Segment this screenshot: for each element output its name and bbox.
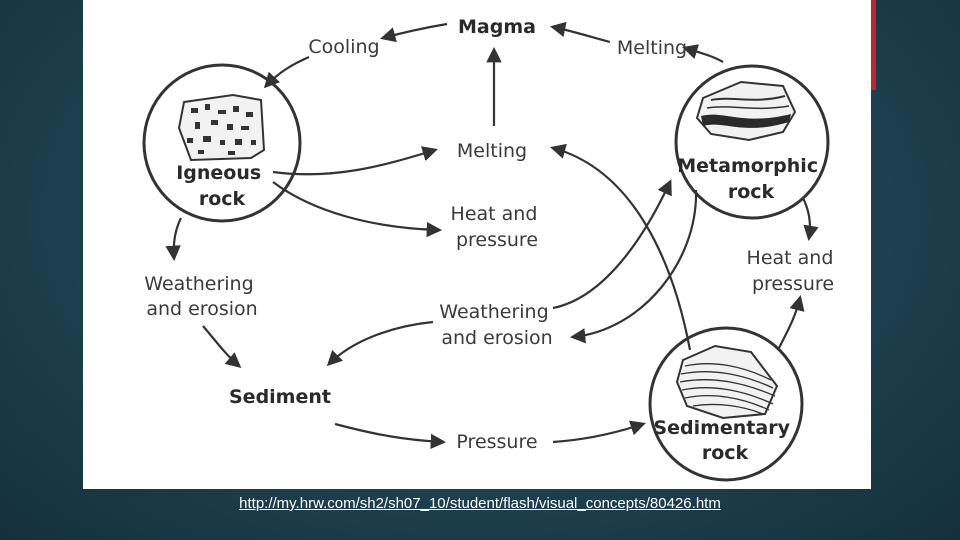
arrow-weathering-to-sediment <box>202 325 242 368</box>
heat-pressure-right-line1: Heat and <box>747 247 834 269</box>
arrow-weathering-to-metamorphic <box>552 179 672 310</box>
metamorphic-rock-label-line2: rock <box>728 181 775 203</box>
sedimentary-rock-label-line1: Sedimentary <box>653 417 790 439</box>
melting-top-label: Melting <box>617 37 687 59</box>
weathering-left-label: Weathering and erosion <box>144 273 259 320</box>
heat-pressure-center-line2: pressure <box>456 229 538 251</box>
weathering-center-label: Weathering and erosion <box>439 301 554 349</box>
heat-pressure-center-label: Heat and pressure <box>451 203 544 251</box>
sedimentary-rock-icon <box>675 344 779 420</box>
metamorphic-rock-icon <box>695 80 797 142</box>
heat-pressure-center-line1: Heat and <box>451 203 538 225</box>
rock-cycle-diagram: Magma Cooling Melting Melting Igneous ro… <box>142 16 840 482</box>
heat-pressure-right-line2: pressure <box>752 273 834 295</box>
igneous-rock-icon <box>177 93 266 162</box>
arrow-igneous-to-heat-pressure <box>272 181 443 238</box>
metamorphic-rock-label: Metamorphic rock <box>677 155 824 203</box>
arrow-sedimentary-to-melting <box>550 143 692 351</box>
arrow-cooling-to-igneous <box>263 55 310 89</box>
igneous-rock-label: Igneous rock <box>176 162 268 210</box>
igneous-rock-label-line2: rock <box>199 188 246 210</box>
melting-center-label: Melting <box>457 140 527 162</box>
weathering-center-line2: and erosion <box>441 327 552 349</box>
arrow-weathering-center-to-sediment <box>326 320 434 367</box>
weathering-center-line1: Weathering <box>439 301 548 323</box>
arrow-metamorphic-to-heat-pressure-right <box>802 197 819 242</box>
weathering-left-line2: and erosion <box>146 298 257 320</box>
accent-bar <box>871 0 876 90</box>
pressure-label: Pressure <box>456 431 537 453</box>
magma-label: Magma <box>458 16 536 38</box>
arrow-magma-to-cooling <box>380 22 448 43</box>
sedimentary-rock-label-line2: rock <box>702 442 749 464</box>
cooling-label: Cooling <box>308 36 379 58</box>
metamorphic-rock-label-line1: Metamorphic <box>677 155 818 177</box>
weathering-left-line1: Weathering <box>144 273 253 295</box>
igneous-rock-label-line1: Igneous <box>176 162 261 184</box>
sedimentary-rock-label: Sedimentary rock <box>653 417 796 464</box>
arrow-metamorphic-to-melting <box>682 44 724 63</box>
arrow-melting-to-magma <box>549 21 611 44</box>
sediment-label: Sediment <box>229 386 331 408</box>
arrow-heat-pressure-to-metamorphic <box>778 295 805 349</box>
arrow-igneous-to-weathering <box>165 217 182 262</box>
arrow-igneous-to-melting <box>272 146 438 176</box>
heat-pressure-right-label: Heat and pressure <box>747 247 840 295</box>
arrow-metamorphic-to-weathering <box>569 189 698 344</box>
arrow-pressure-to-sedimentary <box>552 420 646 444</box>
arrow-sediment-to-pressure <box>334 422 447 450</box>
source-link[interactable]: http://my.hrw.com/sh2/sh07_10/student/fl… <box>239 495 721 512</box>
